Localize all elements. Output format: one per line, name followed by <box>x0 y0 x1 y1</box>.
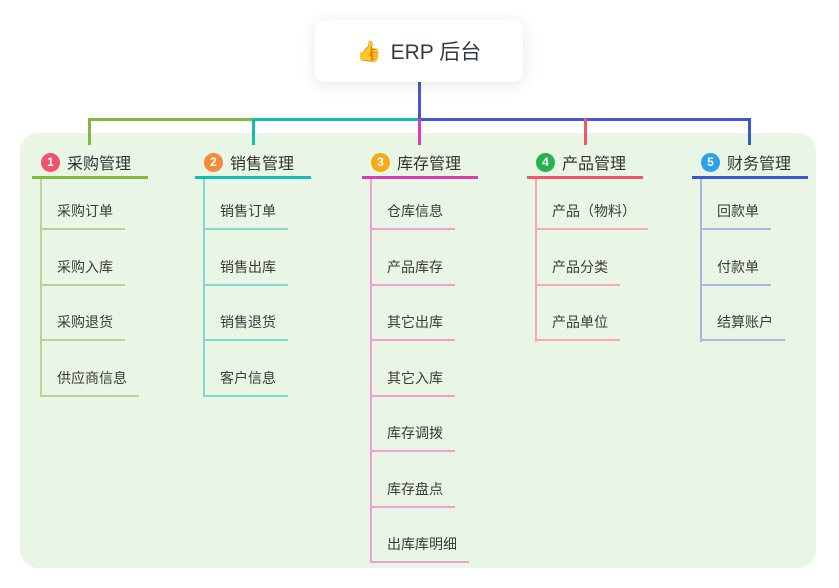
badge-4: 4 <box>536 152 555 172</box>
bus-segment-sales <box>253 118 419 121</box>
node-supplier-info[interactable]: 供应商信息 <box>40 368 139 397</box>
drop-line-purchase <box>88 118 91 145</box>
node-product-material[interactable]: 产品（物料） <box>535 201 648 230</box>
branch-title-sales[interactable]: 2 销售管理 <box>195 148 311 179</box>
branch-title-label: 财务管理 <box>727 156 792 173</box>
branches-panel <box>20 133 816 568</box>
branch-title-label: 产品管理 <box>562 156 627 173</box>
node-product-category[interactable]: 产品分类 <box>535 257 620 286</box>
branch-spine <box>370 179 372 563</box>
node-other-inbound[interactable]: 其它入库 <box>370 368 455 397</box>
node-product-stock[interactable]: 产品库存 <box>370 257 455 286</box>
branch-title-product[interactable]: 4 产品管理 <box>527 148 643 179</box>
drop-line-sales <box>252 118 255 145</box>
branch-title-label: 销售管理 <box>230 156 295 173</box>
branch-spine <box>700 179 702 342</box>
node-receipt-doc[interactable]: 回款单 <box>700 201 771 230</box>
node-outbound-detail[interactable]: 出库库明细 <box>370 534 469 563</box>
node-settlement-account[interactable]: 结算账户 <box>700 312 785 341</box>
node-purchase-order[interactable]: 采购订单 <box>40 201 125 230</box>
branch-spine <box>535 179 537 342</box>
node-sales-order[interactable]: 销售订单 <box>203 201 288 230</box>
branch-purchase: 1 采购管理 采购订单 采购入库 采购退货 供应商信息 <box>32 148 148 397</box>
root-node-erp[interactable]: 👍 ERP 后台 <box>315 20 523 82</box>
branch-spine <box>203 179 205 397</box>
badge-5: 5 <box>701 152 720 172</box>
node-stock-count[interactable]: 库存盘点 <box>370 479 455 508</box>
branch-title-label: 库存管理 <box>397 156 462 173</box>
node-stock-transfer[interactable]: 库存调拨 <box>370 423 455 452</box>
branch-product: 4 产品管理 产品（物料） 产品分类 产品单位 <box>527 148 648 342</box>
branch-sales: 2 销售管理 销售订单 销售出库 销售退货 客户信息 <box>195 148 311 397</box>
node-sales-return[interactable]: 销售退货 <box>203 312 288 341</box>
branch-spine <box>40 179 42 397</box>
branch-title-finance[interactable]: 5 财务管理 <box>692 148 808 179</box>
node-purchase-return[interactable]: 采购退货 <box>40 312 125 341</box>
bus-segment-purchase <box>88 118 253 121</box>
drop-line-finance <box>748 118 751 145</box>
node-purchase-inbound[interactable]: 采购入库 <box>40 257 125 286</box>
branch-title-inventory[interactable]: 3 库存管理 <box>362 148 478 179</box>
node-warehouse-info[interactable]: 仓库信息 <box>370 201 455 230</box>
badge-1: 1 <box>41 152 60 172</box>
branch-inventory: 3 库存管理 仓库信息 产品库存 其它出库 其它入库 库存调拨 库存盘点 出库库… <box>362 148 478 563</box>
branch-finance: 5 财务管理 回款单 付款单 结算账户 <box>692 148 808 342</box>
branch-title-purchase[interactable]: 1 采购管理 <box>32 148 148 179</box>
drop-line-inventory <box>418 119 421 145</box>
badge-2: 2 <box>204 152 223 172</box>
thumbs-up-icon: 👍 <box>356 40 382 63</box>
node-other-outbound[interactable]: 其它出库 <box>370 312 455 341</box>
node-sales-outbound[interactable]: 销售出库 <box>203 257 288 286</box>
root-node-label: ERP 后台 <box>390 41 482 64</box>
badge-3: 3 <box>371 152 390 172</box>
node-customer-info[interactable]: 客户信息 <box>203 368 288 397</box>
root-trunk-line <box>418 82 421 119</box>
drop-line-product <box>584 118 587 145</box>
branch-title-label: 采购管理 <box>67 156 132 173</box>
node-product-unit[interactable]: 产品单位 <box>535 312 620 341</box>
node-payment-doc[interactable]: 付款单 <box>700 257 771 286</box>
